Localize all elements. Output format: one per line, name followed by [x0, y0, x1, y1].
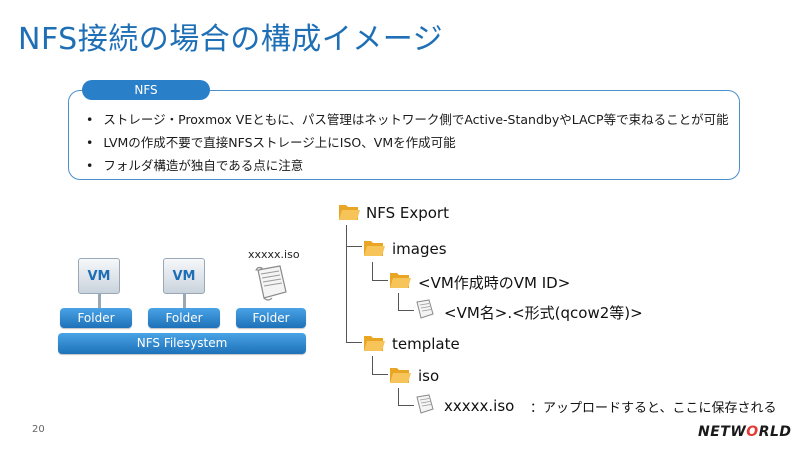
vm-box: VM: [163, 258, 205, 294]
tree-template-label: template: [392, 335, 460, 353]
tree-iso-note: ：アップロードすると、ここに保存される: [530, 401, 777, 416]
tree-connector: [346, 225, 362, 247]
tree-connector: [346, 247, 362, 343]
folder-icon: [364, 241, 385, 256]
tree-images-label: images: [392, 240, 447, 258]
iso-file-label: xxxxx.iso: [248, 248, 300, 261]
nfs-bullet-list: ストレージ・Proxmox VEともに、パス管理はネットワーク側でActive-…: [86, 108, 729, 177]
folder-icon: [390, 368, 411, 383]
networld-logo: NETWORLD: [698, 424, 792, 440]
tree-connector: [372, 262, 388, 281]
tree-connector: [398, 388, 414, 406]
nfs-filesystem-bar: NFS Filesystem: [58, 333, 306, 354]
page-number: 20: [32, 424, 45, 435]
folder-button: Folder: [148, 308, 220, 328]
folder-icon: [339, 205, 360, 220]
bullet-item: フォルダ構造が独自である点に注意: [86, 154, 729, 177]
folder-icon: [364, 336, 385, 351]
nfs-tab-label: NFS: [82, 80, 210, 100]
file-icon: [416, 299, 434, 319]
tree-connector: [398, 293, 414, 311]
folder-button: Folder: [236, 308, 306, 328]
tree-iso-file-label: xxxxx.iso: [444, 397, 515, 415]
tree-root-label: NFS Export: [366, 204, 449, 222]
tree-iso-label: iso: [418, 367, 440, 385]
page-title: NFS接続の場合の構成イメージ: [18, 22, 444, 57]
connector-line: [183, 294, 186, 308]
folder-button: Folder: [60, 308, 132, 328]
bullet-item: LVMの作成不要で直接NFSストレージ上にISO、VMを作成可能: [86, 131, 729, 154]
bullet-item: ストレージ・Proxmox VEともに、パス管理はネットワーク側でActive-…: [86, 108, 728, 131]
vm-box: VM: [78, 258, 120, 294]
iso-file-icon: [255, 265, 287, 301]
connector-line: [98, 294, 101, 308]
tree-connector: [372, 356, 388, 375]
tree-vm-file-label: <VM名>.<形式(qcow2等)>: [444, 304, 643, 322]
file-icon: [416, 394, 434, 414]
tree-vm-id-label: <VM作成時のVM ID>: [418, 274, 571, 292]
folder-icon: [390, 273, 411, 288]
